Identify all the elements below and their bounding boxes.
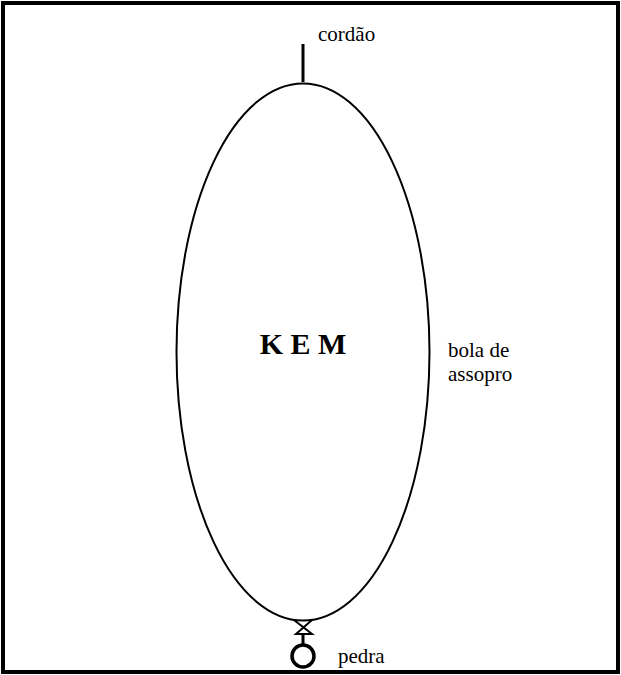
balloon: K E M: [175, 82, 431, 622]
frame: [3, 3, 618, 672]
part-label: bola de assopro: [448, 338, 558, 386]
stone-string: [302, 634, 305, 644]
knot: [294, 620, 312, 634]
stone: [292, 645, 314, 667]
part-label: pedra: [338, 644, 385, 668]
balloon-text: K E M: [260, 327, 347, 361]
part-label: cordão: [318, 22, 375, 46]
string: [302, 44, 305, 82]
